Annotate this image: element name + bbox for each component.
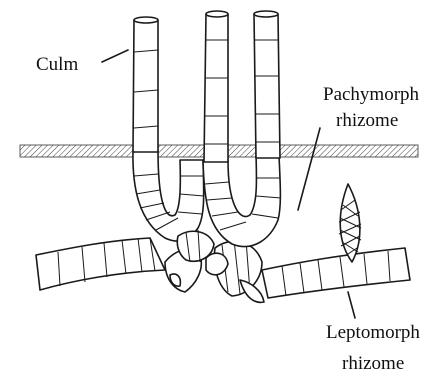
label-leptomorph-line1: Leptomorph bbox=[326, 322, 420, 343]
leptomorph-leader-line bbox=[348, 292, 355, 318]
culm-leader-line bbox=[102, 50, 128, 62]
label-pachymorph-line2: rhizome bbox=[336, 110, 398, 131]
rhizome-bud-shoot bbox=[339, 184, 361, 262]
culm-drawing-middle bbox=[204, 11, 228, 162]
label-culm: Culm bbox=[36, 54, 78, 75]
pachymorph-leader-line bbox=[298, 128, 320, 210]
culm-drawing-right bbox=[254, 11, 280, 158]
culm-drawing-left bbox=[133, 17, 158, 152]
label-pachymorph-line1: Pachymorph bbox=[323, 84, 420, 105]
label-leptomorph-line2: rhizome bbox=[342, 353, 404, 374]
